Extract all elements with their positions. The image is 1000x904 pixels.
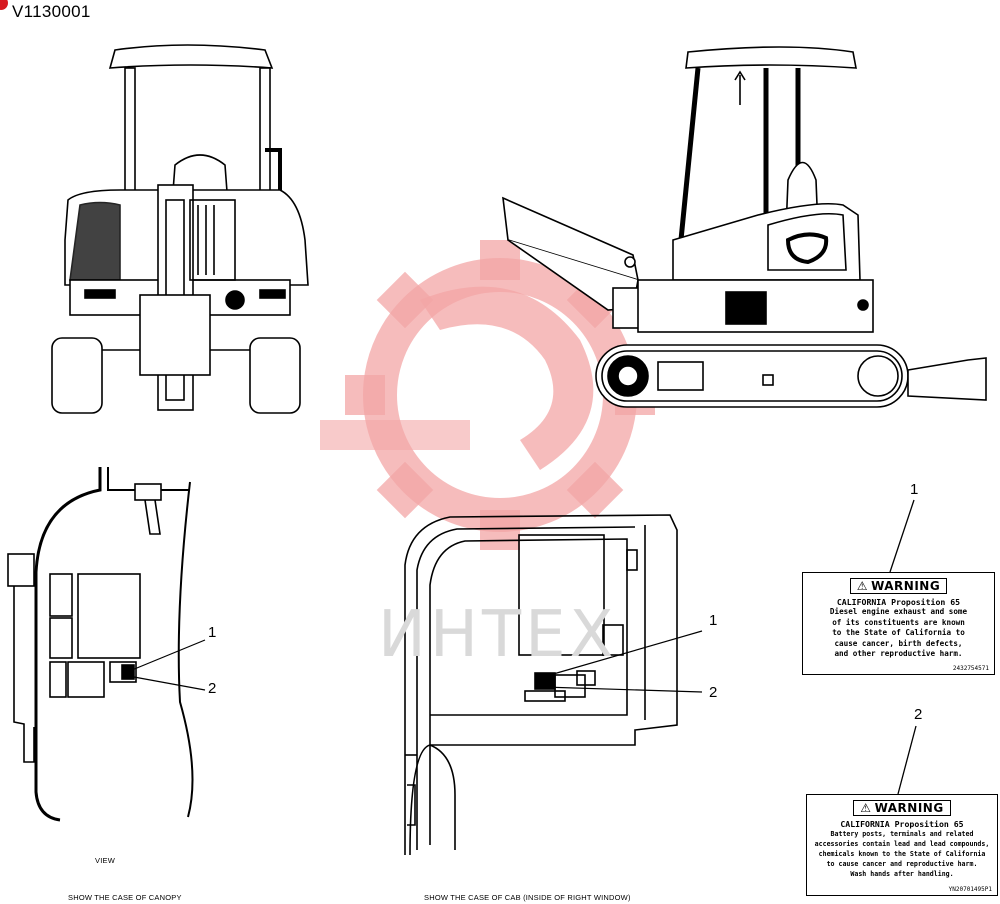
caption-canopy: SHOW THE CASE OF CANOPY [68,893,182,902]
label-leader-lines [889,499,917,795]
corner-badge-icon [0,0,8,10]
cab-case-detail [404,514,703,856]
watermark-text: ИНТЕХ [378,598,618,672]
page-id: V1130001 [12,2,91,21]
warning-body-1: Diesel engine exhaust and some of its co… [829,607,968,658]
caption-view: VIEW [95,856,115,865]
caption-cab: SHOW THE CASE OF CAB (INSIDE OF RIGHT WI… [424,893,631,902]
warning-title-2: CALIFORNIA Proposition 65 [840,819,964,829]
warning-body-2: Battery posts, terminals and related acc… [814,830,990,878]
canopy-case-detail [7,467,206,822]
warning-header-2: ⚠ WARNING [853,800,951,816]
warning-triangle-icon: ⚠ [856,579,869,593]
excavator-front-view [51,44,309,414]
warning-triangle-icon: ⚠ [860,801,872,815]
warning-title-1: CALIFORNIA Proposition 65 [836,597,961,607]
warning-header-1: ⚠ WARNING [849,578,948,594]
callout-cab-2: 2 [709,684,718,701]
callout-label-1: 1 [910,481,919,498]
callout-cab-1: 1 [709,612,718,629]
warning-code-1: 2432754571 [952,665,989,672]
warning-label-2: ⚠ WARNING CALIFORNIA Proposition 65 Batt… [806,794,998,896]
warning-label-1: ⚠ WARNING CALIFORNIA Proposition 65 Dies… [802,572,995,675]
callout-canopy-2: 2 [208,680,217,697]
callout-label-2: 2 [914,706,923,723]
warning-code-2: YN20701495P1 [948,886,992,893]
callout-canopy-1: 1 [208,624,217,641]
excavator-side-view [502,46,987,408]
